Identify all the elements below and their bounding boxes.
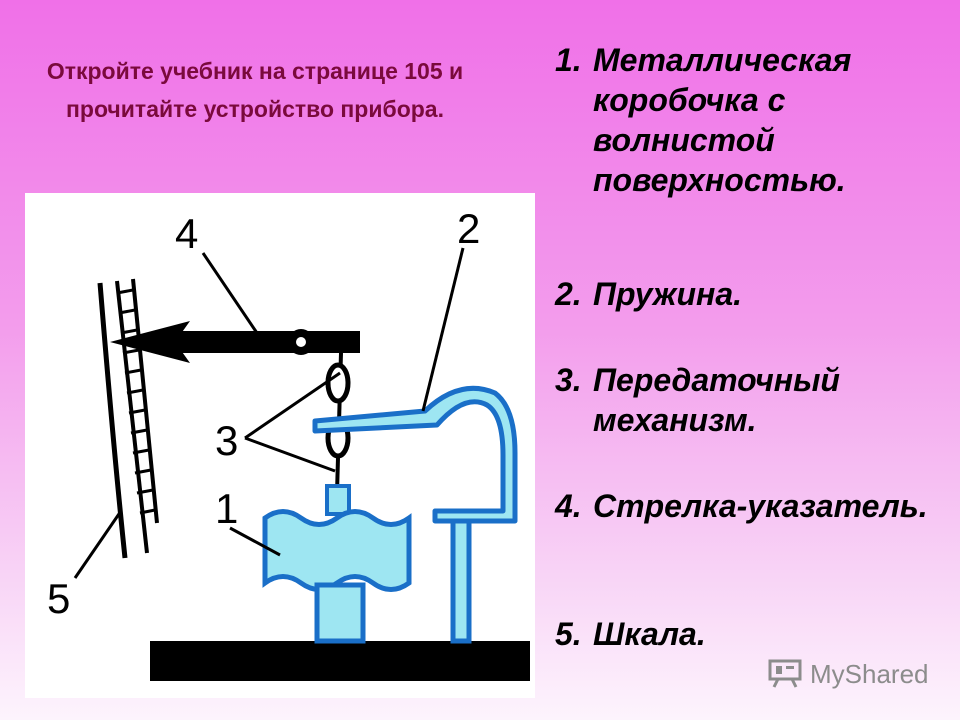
scale-ticks xyxy=(116,288,156,515)
legend-item-4: 4. Стрелка-указатель. xyxy=(555,486,955,526)
callout-2: 2 xyxy=(457,205,480,252)
aneroid-diagram-svg: 4 2 3 1 5 xyxy=(47,205,530,681)
legend-number: 2. xyxy=(555,276,582,312)
legend-number: 5. xyxy=(555,616,582,652)
legend-number: 1. xyxy=(555,42,582,78)
legend-text: Металлическая коробочка с волнистой пове… xyxy=(593,42,852,198)
legend-item-2: 2. Пружина. xyxy=(555,274,955,314)
presentation-board-icon xyxy=(768,659,802,688)
legend-text: Шкала. xyxy=(593,616,706,652)
leader-5 xyxy=(73,510,123,579)
callout-5: 5 xyxy=(47,575,70,622)
pointer-shaft xyxy=(175,331,360,353)
leader-3b xyxy=(244,436,336,473)
callout-3: 3 xyxy=(215,417,238,464)
legend-item-3: 3. Передаточный механизм. xyxy=(555,360,955,440)
scale-arc-inner xyxy=(115,280,149,554)
instruction-text: Откройте учебник на странице 105 и прочи… xyxy=(46,58,464,122)
legend-number: 4. xyxy=(555,488,582,524)
watermark-text: MyShared xyxy=(810,659,929,689)
leader-2 xyxy=(421,247,465,412)
legend-text: Передаточный механизм. xyxy=(593,362,840,438)
legend-item-1: 1. Металлическая коробочка с волнистой п… xyxy=(555,40,955,200)
scale-arc-outer xyxy=(131,278,159,524)
corrugated-box xyxy=(262,509,412,592)
spring-post xyxy=(450,518,472,644)
leader-1 xyxy=(229,526,281,557)
aneroid-diagram: 4 2 3 1 5 xyxy=(25,193,535,698)
legend-number: 3. xyxy=(555,362,582,398)
leader-3a xyxy=(244,371,341,440)
box-connector xyxy=(325,484,351,516)
mechanism-joint-upper xyxy=(325,362,351,404)
callout-1: 1 xyxy=(215,485,238,532)
legend-item-5: 5. Шкала. xyxy=(555,614,955,654)
base-plate xyxy=(150,641,530,681)
pointer-head xyxy=(110,321,190,363)
spring xyxy=(312,385,518,524)
legend-text: Пружина. xyxy=(593,276,743,312)
scale-arc xyxy=(97,282,128,559)
leader-4 xyxy=(201,252,259,334)
legend-text: Стрелка-указатель. xyxy=(593,488,928,524)
box-stand xyxy=(314,582,366,644)
callout-4: 4 xyxy=(175,210,198,257)
